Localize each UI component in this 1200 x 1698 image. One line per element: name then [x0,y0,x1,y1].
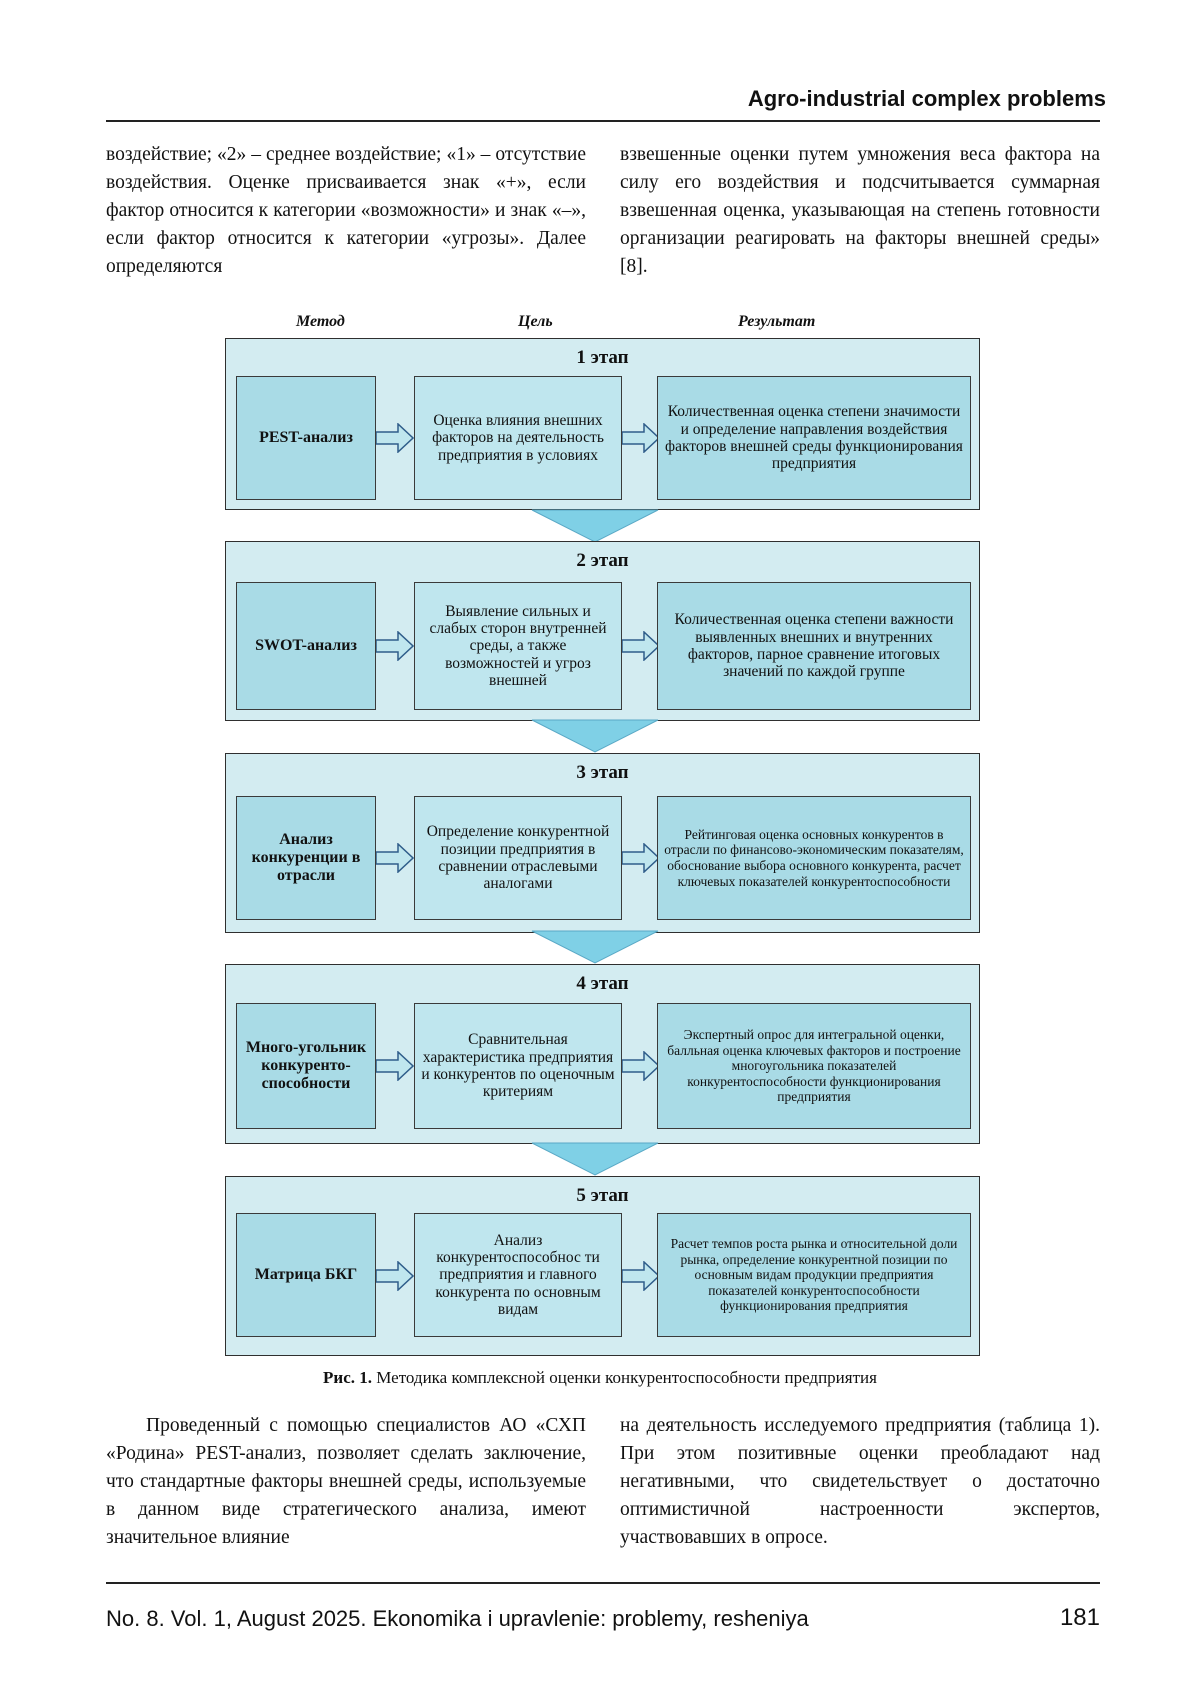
goal-box: Анализ конкурентоспособнос ти предприяти… [414,1213,622,1337]
stage-3: 3 этап Анализ конкуренции в отрасли Опре… [225,753,980,933]
stage-title: 5 этап [226,1185,979,1207]
result-text: Количественная оценка степени важности в… [664,611,964,680]
caption-label: Рис. 1. [323,1368,372,1387]
method-box: SWOT-анализ [236,582,376,710]
down-arrow-icon [531,719,659,753]
goal-text: Анализ конкурентоспособнос ти предприяти… [421,1232,615,1319]
paragraph: Проведенный с помощью специалистов АО «С… [106,1412,586,1552]
right-arrow-icon [376,423,414,453]
right-arrow-icon [622,1051,660,1081]
goal-text: Оценка влияния внешних факторов на деяте… [421,412,615,464]
result-box: Экспертный опрос для интегральной оценки… [657,1003,971,1129]
method-text: Матрица БКГ [255,1266,357,1284]
method-text: Много-угольник конкуренто-способности [243,1039,369,1093]
goal-box: Выявление сильных и слабых сторон внутре… [414,582,622,710]
stage-title: 3 этап [226,762,979,784]
right-arrow-icon [622,423,660,453]
right-arrow-icon [376,1051,414,1081]
bottom-left-column: Проведенный с помощью специалистов АО «С… [106,1412,586,1552]
stage-4: 4 этап Много-угольник конкуренто-способн… [225,964,980,1144]
result-box: Рейтинговая оценка основных конкурентов … [657,796,971,920]
result-text: Экспертный опрос для интегральной оценки… [664,1027,964,1105]
right-arrow-icon [376,843,414,873]
paragraph: на деятельность исследуемого предприятия… [620,1412,1100,1552]
footer-rule [106,1582,1100,1584]
stage-5: 5 этап Матрица БКГ Анализ конкурентоспос… [225,1176,980,1356]
right-arrow-icon [622,843,660,873]
paragraph: взвешенные оценки путем умножения веса ф… [620,141,1100,281]
goal-box: Оценка влияния внешних факторов на деяте… [414,376,622,500]
down-arrow-icon [531,509,659,543]
stage-title: 2 этап [226,550,979,572]
page-number: 181 [1060,1604,1100,1632]
header-goal: Цель [518,313,553,331]
top-left-column: воздействие; «2» – среднее воздействие; … [106,141,586,281]
header-rule [106,120,1100,122]
paragraph: воздействие; «2» – среднее воздействие; … [106,141,586,281]
goal-box: Сравнительная характеристика предприятия… [414,1003,622,1129]
down-arrow-icon [531,930,659,964]
journal-citation: No. 8. Vol. 1, August 2025. Ekonomika i … [106,1606,809,1632]
goal-text: Выявление сильных и слабых сторон внутре… [421,603,615,690]
right-arrow-icon [376,631,414,661]
figure-caption: Рис. 1. Методика комплексной оценки конк… [0,1368,1200,1388]
method-text: SWOT-анализ [255,637,357,655]
right-arrow-icon [622,1261,660,1291]
method-text: PEST-анализ [259,429,353,447]
method-box: Матрица БКГ [236,1213,376,1337]
header-method: Метод [296,313,345,331]
result-box: Количественная оценка степени значимости… [657,376,971,500]
goal-text: Определение конкурентной позиции предпри… [421,823,615,892]
bottom-right-column: на деятельность исследуемого предприятия… [620,1412,1100,1552]
method-box: Много-угольник конкуренто-способности [236,1003,376,1129]
stage-title: 4 этап [226,973,979,995]
top-right-column: взвешенные оценки путем умножения веса ф… [620,141,1100,281]
method-box: Анализ конкуренции в отрасли [236,796,376,920]
result-text: Рейтинговая оценка основных конкурентов … [664,827,964,889]
result-box: Количественная оценка степени важности в… [657,582,971,710]
header-result: Результат [738,313,815,331]
right-arrow-icon [376,1261,414,1291]
result-text: Количественная оценка степени значимости… [664,403,964,472]
method-text: Анализ конкуренции в отрасли [243,831,369,885]
result-box: Расчет темпов роста рынка и относительно… [657,1213,971,1337]
right-arrow-icon [622,631,660,661]
result-text: Расчет темпов роста рынка и относительно… [664,1236,964,1314]
stage-2: 2 этап SWOT-анализ Выявление сильных и с… [225,541,980,721]
goal-text: Сравнительная характеристика предприятия… [421,1031,615,1100]
goal-box: Определение конкурентной позиции предпри… [414,796,622,920]
caption-text: Методика комплексной оценки конкурентосп… [372,1368,877,1387]
method-box: PEST-анализ [236,376,376,500]
stage-title: 1 этап [226,347,979,369]
running-header: Agro-industrial complex problems [748,86,1106,112]
down-arrow-icon [531,1142,659,1176]
stage-1: 1 этап PEST-анализ Оценка влияния внешни… [225,338,980,510]
